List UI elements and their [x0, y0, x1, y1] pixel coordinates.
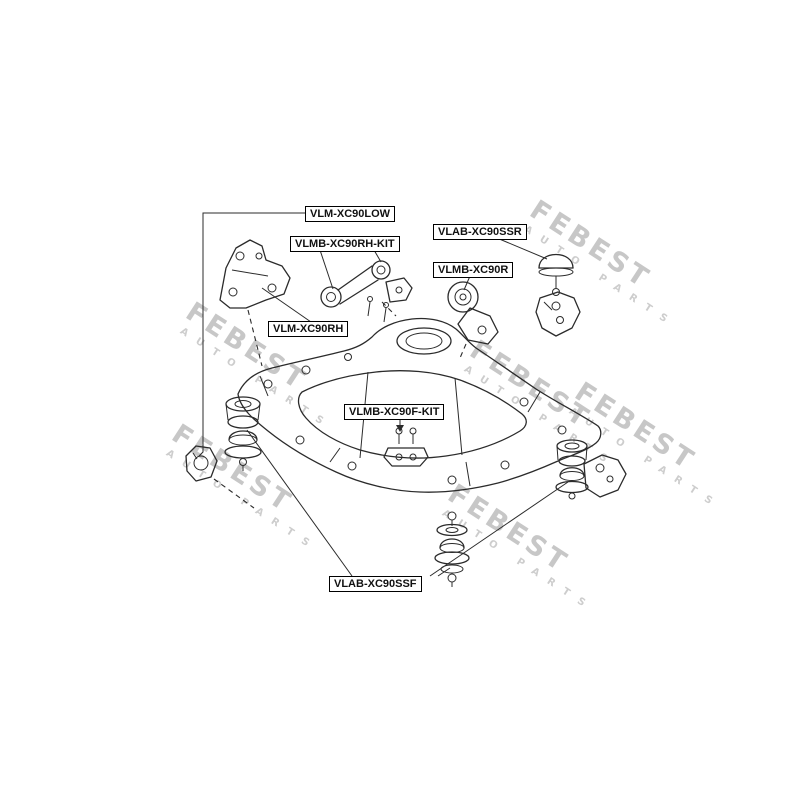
right-lower-bracket	[583, 454, 627, 498]
part-label-vlmb-xc90f-kit: VLMB-XC90F-KIT	[344, 404, 445, 420]
rear-right-bracket	[535, 291, 581, 337]
engine-mount-bracket-rh	[219, 239, 291, 367]
bottom-bushing-stack	[434, 511, 470, 587]
part-label-vlmb-xc90rh-kit: VLMB-XC90RH-KIT	[290, 236, 400, 252]
rear-subframe-bushing-ssr	[538, 254, 574, 296]
front-left-bushing-stack	[224, 396, 262, 471]
lower-mount-damper	[185, 445, 255, 509]
part-label-vlm-xc90rh: VLM-XC90RH	[268, 321, 349, 337]
part-label-vlmb-xc90r: VLMB-XC90R	[433, 262, 514, 278]
rear-mount-r	[447, 281, 499, 359]
part-label-vlab-xc90ssr: VLAB-XC90SSR	[433, 224, 527, 240]
mount-arm-kit-rh	[320, 260, 413, 323]
front-mount-kit-hardware	[383, 427, 429, 467]
subframe-crossmember	[237, 317, 602, 493]
front-right-bushing-stack	[555, 439, 589, 500]
leader-lines	[198, 212, 569, 577]
part-label-vlm-xc90low: VLM-XC90LOW	[305, 206, 396, 222]
part-label-vlab-xc90ssf: VLAB-XC90SSF	[329, 576, 422, 592]
